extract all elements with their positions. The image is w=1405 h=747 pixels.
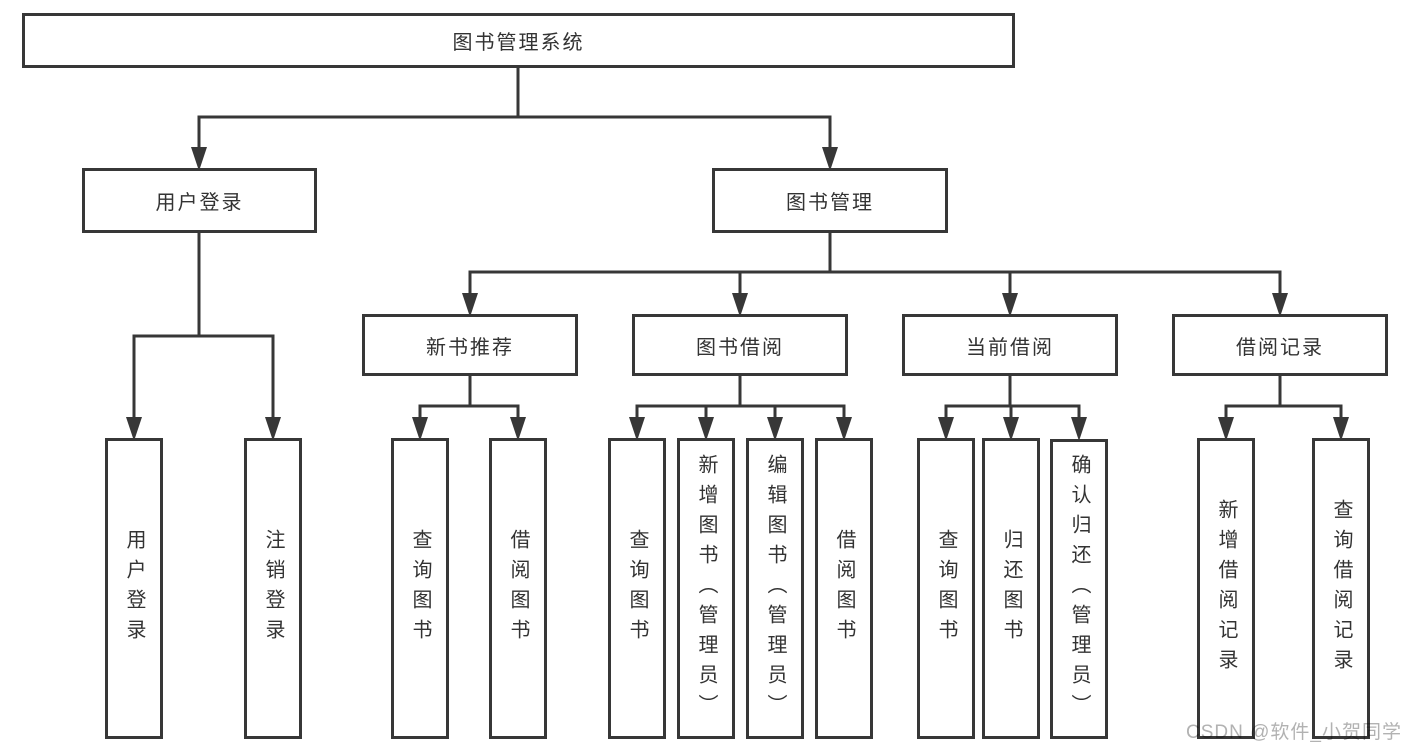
node-return-books: 归还图书 xyxy=(982,438,1040,739)
node-library-management-system: 图书管理系统 xyxy=(22,13,1015,68)
node-label: 查询图书 xyxy=(409,528,431,649)
node-confirm-return-admin: 确认归还（管理员） xyxy=(1050,439,1108,739)
node-current-borrowing: 当前借阅 xyxy=(902,314,1118,376)
node-book-management: 图书管理 xyxy=(712,168,948,233)
node-label: 图书借阅 xyxy=(696,336,784,359)
node-label: 确认归还（管理员） xyxy=(1068,454,1090,724)
node-label: 注销登录 xyxy=(262,528,284,649)
node-label: 查询借阅记录 xyxy=(1330,498,1352,679)
node-label: 图书管理系统 xyxy=(452,32,585,54)
connector-borrow-records-to-children xyxy=(1218,374,1349,441)
node-label: 编辑图书（管理员） xyxy=(764,453,786,724)
connector-root-to-level1 xyxy=(191,66,838,171)
node-label: 查询图书 xyxy=(626,528,648,649)
node-logout-leaf: 注销登录 xyxy=(244,438,302,739)
node-query-books-recommend: 查询图书 xyxy=(391,438,449,739)
node-query-books-current: 查询图书 xyxy=(917,438,975,739)
connector-book-borrow-to-children xyxy=(629,374,852,441)
node-label: 用户登录 xyxy=(155,192,244,214)
node-user-login: 用户登录 xyxy=(82,168,317,233)
connector-current-borrow-to-children xyxy=(938,374,1087,441)
node-label: 借阅图书 xyxy=(507,528,529,649)
node-borrow-books-leaf: 借阅图书 xyxy=(815,438,873,739)
node-book-borrowing: 图书借阅 xyxy=(632,314,848,376)
node-new-book-recommendation: 新书推荐 xyxy=(362,314,578,376)
node-query-books-borrow: 查询图书 xyxy=(608,438,666,739)
csdn-watermark: CSDN @软件_小贺同学 xyxy=(1186,722,1402,743)
node-borrowing-records: 借阅记录 xyxy=(1172,314,1388,376)
node-borrow-books-recommend: 借阅图书 xyxy=(489,438,547,739)
node-query-borrow-record: 查询借阅记录 xyxy=(1312,438,1370,739)
node-label: 当前借阅 xyxy=(966,336,1054,359)
node-label: 新书推荐 xyxy=(426,336,514,359)
node-add-borrow-record: 新增借阅记录 xyxy=(1197,438,1255,739)
node-label: 新增借阅记录 xyxy=(1215,498,1237,679)
node-label: 借阅记录 xyxy=(1236,336,1324,359)
node-label: 用户登录 xyxy=(123,528,145,649)
node-label: 借阅图书 xyxy=(833,528,855,649)
node-label: 归还图书 xyxy=(1000,528,1022,649)
connector-book-management-to-level2 xyxy=(462,231,1288,317)
connector-new-book-recommend-to-children xyxy=(412,374,526,441)
node-label: 查询图书 xyxy=(935,528,957,649)
node-label: 新增图书（管理员） xyxy=(695,453,717,724)
node-user-login-leaf: 用户登录 xyxy=(105,438,163,739)
node-add-books-admin: 新增图书（管理员） xyxy=(677,438,735,739)
node-label: 图书管理 xyxy=(786,192,874,214)
connector-user-login-to-children xyxy=(126,231,281,441)
node-edit-books-admin: 编辑图书（管理员） xyxy=(746,438,804,739)
